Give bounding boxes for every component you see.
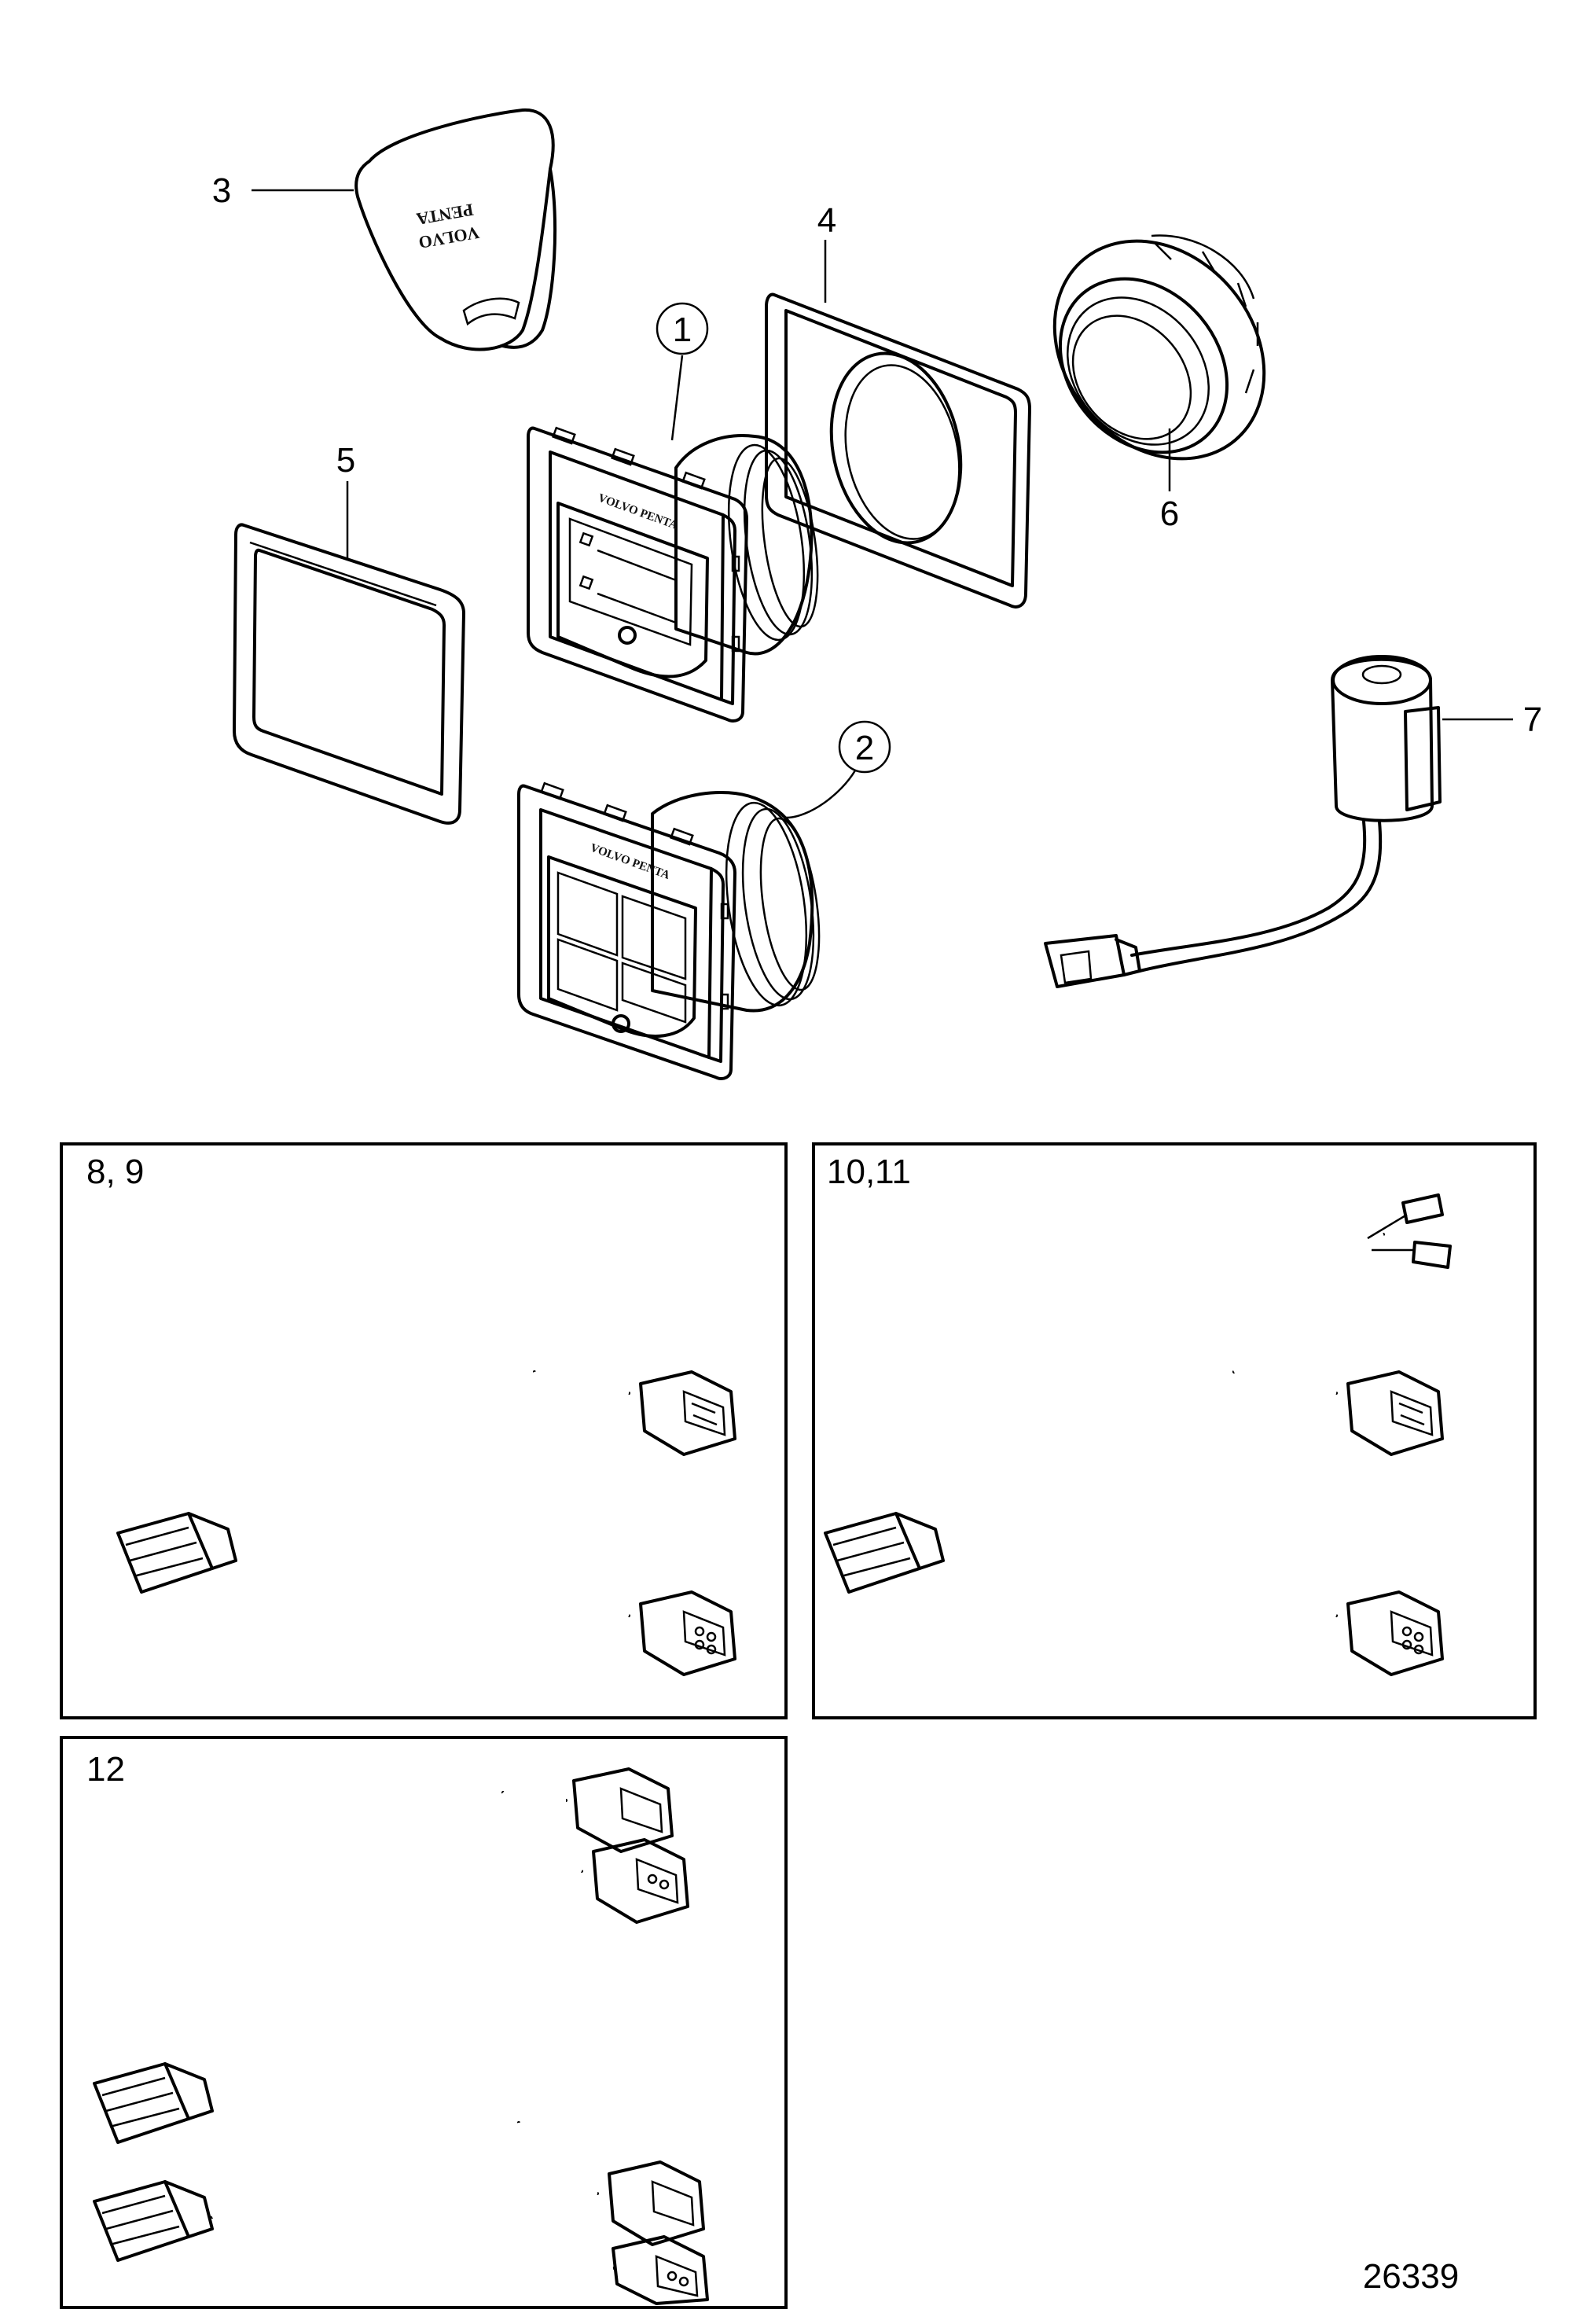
cover-brand-text: VOLVO PENTA (415, 200, 481, 252)
part-1-control-panel-single: VOLVO PENTA (527, 426, 819, 723)
harness-box-8-9: 8, 9 (60, 1142, 788, 1719)
connector-f (1346, 1590, 1444, 1676)
callout-2-circle (838, 720, 891, 774)
callout-3: 3 (212, 171, 231, 210)
connector-c (639, 1590, 736, 1676)
connector-l (612, 2235, 709, 2305)
part-4-gasket-plate (765, 292, 1031, 609)
connector-e (1346, 1370, 1444, 1456)
callout-4: 4 (817, 201, 836, 240)
connector-d (824, 1512, 945, 1594)
connector-j (93, 2180, 214, 2262)
connector-a (116, 1512, 237, 1594)
cover-brand-line2: PENTA (415, 200, 475, 229)
callout-5: 5 (336, 441, 355, 480)
harness-label-8-9: 8, 9 (86, 1153, 144, 1191)
figure-number: 26339 (1363, 2257, 1459, 2296)
callout-1-circle (656, 302, 709, 355)
harness-box-12: 12 (60, 1736, 788, 2309)
callout-6: 6 (1160, 495, 1179, 533)
panel1-brand: VOLVO PENTA (597, 492, 680, 533)
leader-1 (670, 355, 684, 441)
connector-k (608, 2160, 705, 2246)
connector-h (592, 1838, 689, 1924)
part-7-buzzer (1044, 655, 1442, 988)
part-5-frame (233, 523, 465, 825)
connector-g (572, 1767, 674, 1853)
callout-1: 1 (673, 311, 692, 349)
part-2-control-panel-dual: VOLVO PENTA (517, 781, 821, 1080)
connector-b (639, 1370, 736, 1456)
harness-label-10-11: 10,11 (827, 1153, 911, 1191)
harness-label-12: 12 (86, 1750, 125, 1789)
callout-2: 2 (855, 729, 874, 767)
callout-7: 7 (1523, 701, 1542, 739)
part-6-mounting-nut (1052, 234, 1266, 461)
part-3-cover: VOLVO PENTA (354, 108, 557, 351)
connector-i (93, 2062, 214, 2144)
leader-2 (785, 770, 857, 819)
harness-box-10-11: 10,11 (812, 1142, 1537, 1719)
